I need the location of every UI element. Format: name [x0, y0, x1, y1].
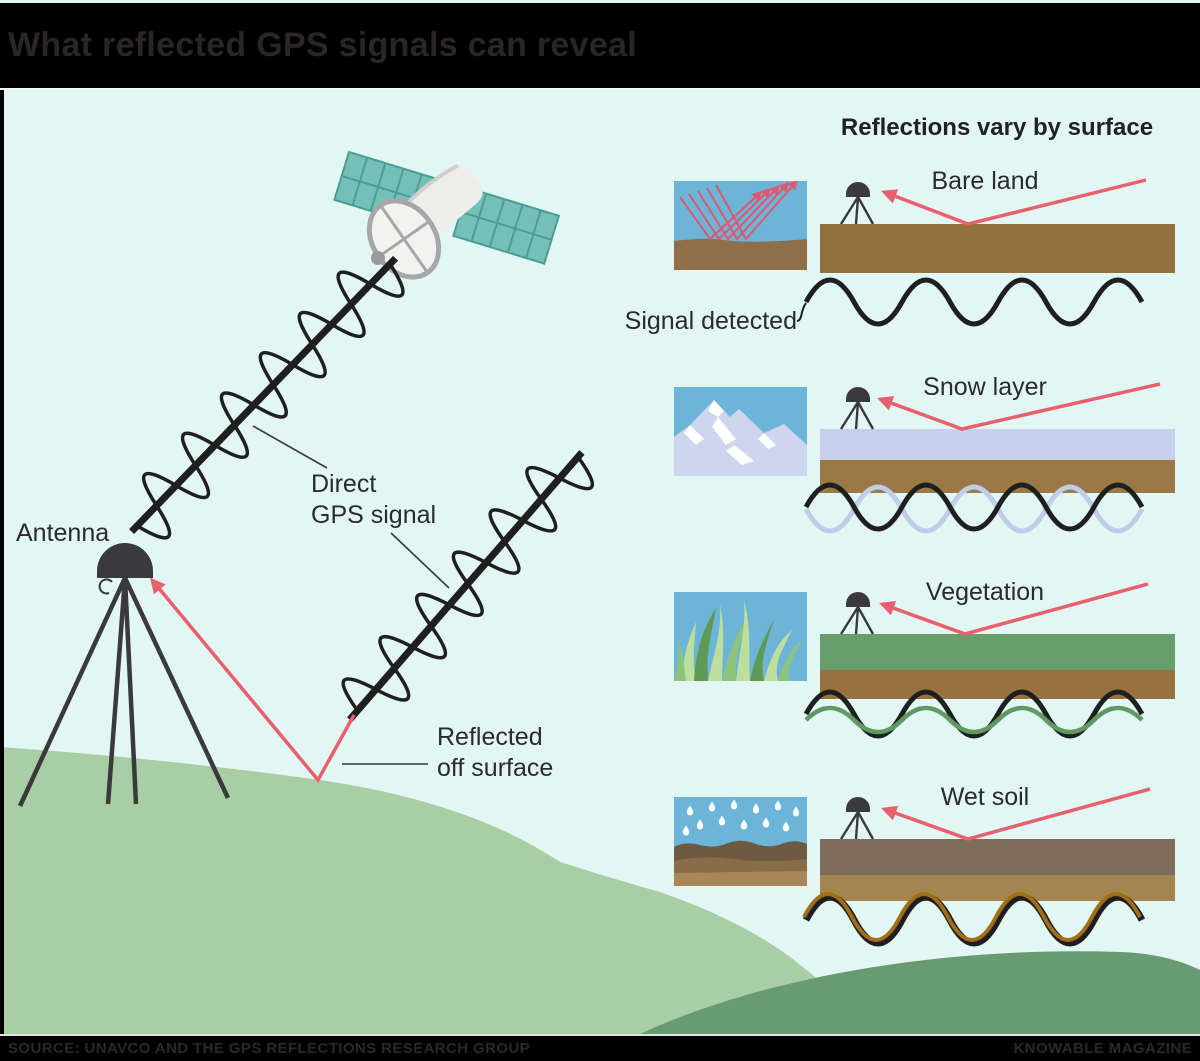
- reflected-label: Reflected off surface: [437, 722, 553, 784]
- hill-dark: [640, 951, 1200, 1034]
- page-title: What reflected GPS signals can reveal: [8, 26, 638, 64]
- reflected-label-line2: off surface: [437, 754, 554, 782]
- background-hills: [0, 747, 1200, 1034]
- antenna-illustration: [17, 543, 231, 807]
- antenna-cable: [98, 578, 113, 595]
- diagram-snow-layer: [803, 382, 1175, 534]
- row-label-vegetation: Vegetation: [925, 578, 1045, 606]
- diagram-wet-soil: [802, 787, 1175, 947]
- left-frame-edge: [0, 90, 4, 1034]
- brand-credit: KNOWABLE MAGAZINE: [1013, 1040, 1192, 1057]
- wave-bare-land: [803, 277, 1145, 327]
- direct-signal-label-line2: GPS signal: [311, 501, 437, 529]
- diagram-canvas: Antenna Direct GPS signal Reflected off …: [0, 90, 1200, 1034]
- row-label-snow-layer: Snow layer: [923, 373, 1047, 401]
- antenna-tripod-legs: [17, 577, 231, 807]
- wave-snow: [803, 484, 1145, 534]
- scene-graphics: [0, 90, 1200, 1034]
- source-credit: SOURCE: UNAVCO AND THE GPS REFLECTIONS R…: [8, 1040, 531, 1057]
- leader-lines: [252, 425, 450, 765]
- signal-detected-label: Signal detected: [624, 307, 797, 335]
- direct-signal-label: Direct GPS signal: [311, 469, 436, 531]
- reflected-signal-path: [150, 577, 356, 784]
- thumb-vegetation: [674, 592, 807, 681]
- antenna-label: Antenna: [16, 519, 110, 547]
- gps-signal-helix-lower: [341, 450, 595, 722]
- gps-signal-helix-upper: [129, 255, 405, 540]
- satellite-illustration: [333, 151, 560, 280]
- right-panel-heading: Reflections vary by surface: [840, 114, 1154, 141]
- diagram-bare-land: [796, 178, 1175, 327]
- header-bar: What reflected GPS signals can reveal: [0, 3, 1200, 88]
- wave-snow-black: [803, 482, 1145, 532]
- hill-light: [0, 747, 875, 1034]
- header-divider: [0, 88, 1200, 90]
- thumb-snow-mountain: [674, 387, 807, 476]
- row-label-bare-land: Bare land: [931, 167, 1039, 195]
- antenna-dome: [97, 543, 153, 578]
- wave-wet-soil-brown: [802, 892, 1142, 942]
- top-strip: [0, 0, 1200, 3]
- reflected-label-line1: Reflected: [437, 723, 543, 751]
- thumb-bare-land: [674, 181, 807, 270]
- signal-detected-connector: [796, 302, 807, 322]
- wave-vegetation-green: [804, 705, 1144, 735]
- row-label-wet-soil: Wet soil: [940, 783, 1030, 811]
- footer-bar: SOURCE: UNAVCO AND THE GPS REFLECTIONS R…: [0, 1036, 1200, 1061]
- thumb-wet-soil: [674, 797, 807, 886]
- diagram-vegetation: [803, 582, 1175, 739]
- footer-divider: [0, 1034, 1200, 1036]
- dish-feed: [371, 251, 385, 265]
- direct-signal-label-line1: Direct: [311, 470, 377, 498]
